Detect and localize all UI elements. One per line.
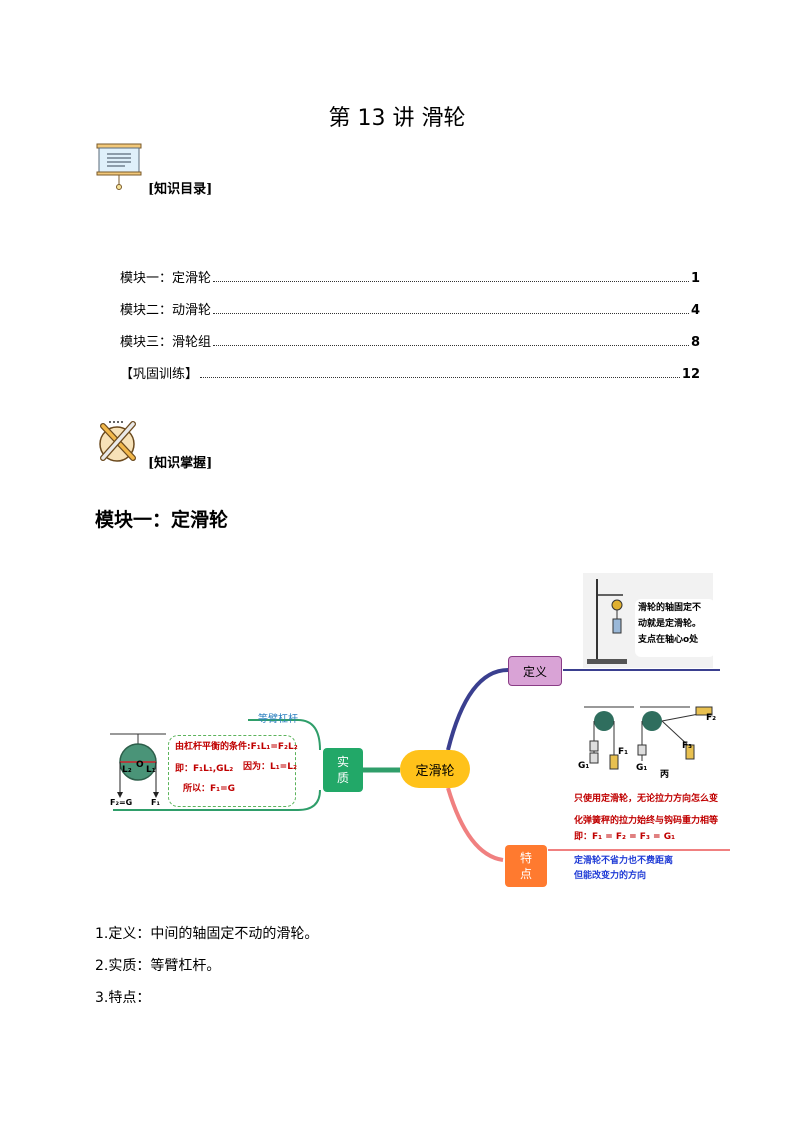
essence-tag: 等臂杠杆	[258, 714, 298, 725]
definition-note: 动就是定滑轮。	[638, 619, 702, 629]
lever-line: 因为：L₁=L₂	[243, 762, 297, 772]
toc-item-page: 8	[690, 335, 700, 350]
mindmap-feature-node: 特 点	[505, 845, 547, 887]
point-line: 2.实质：等臂杠杆。	[95, 958, 221, 974]
toc-item-label: 模块一：定滑轮	[120, 271, 212, 286]
toc-item[interactable]: 模块一：定滑轮 1	[120, 266, 700, 286]
toc-item[interactable]: 模块三：滑轮组 8	[120, 330, 700, 350]
essence-char: 质	[336, 771, 349, 785]
point-line: 3.特点：	[95, 990, 151, 1006]
lever-line: 所以：F₁=G	[183, 784, 236, 794]
feature-blue-note: 定滑轮不省力也不费距离	[574, 856, 674, 866]
presentation-board-icon	[95, 142, 145, 192]
feature-char: 特	[519, 851, 532, 865]
pulley-lever-diagram: L₂ O L₁ F₂=G F₁	[108, 730, 168, 810]
feature-label-f3: F₃	[682, 741, 693, 751]
feature-label-g1: G₁	[636, 763, 648, 773]
toc-item[interactable]: 模块二：动滑轮 4	[120, 298, 700, 318]
feature-blue-note: 但能改变力的方向	[574, 871, 647, 881]
feature-pulleys-figure: G₁ F₁ G₁ 丙 F₂ F₃	[574, 703, 724, 783]
pulley-label-l2: L₂	[122, 765, 132, 775]
feature-label-g1: G₁	[578, 761, 590, 771]
toc-item[interactable]: 【巩固训练】 12	[120, 362, 700, 382]
mindmap-essence-node: 实 质	[323, 748, 363, 792]
pulley-label-f2g: F₂=G	[110, 798, 133, 807]
pencils-icon	[95, 418, 145, 466]
definition-note: 支点在轴心o处	[638, 635, 699, 645]
module-heading: 模块一：定滑轮	[95, 509, 229, 531]
feature-label-f1: F₁	[618, 747, 629, 757]
toc-dot-leader	[213, 345, 689, 346]
mindmap-definition-node: 定义	[508, 656, 562, 686]
pulley-label-l1: L₁	[146, 765, 156, 775]
definition-note: 滑轮的轴固定不	[638, 603, 702, 613]
feature-label-f2: F₂	[706, 713, 717, 723]
catalog-label: [知识目录]	[148, 182, 213, 197]
mindmap: 定滑轮 实 质 等臂杠杆 由杠杆平衡的条件:F₁L₁=F₂L₂ 即：F₁L₁,G…	[108, 570, 738, 900]
toc-item-page: 4	[690, 303, 700, 318]
lever-formula-box: 由杠杆平衡的条件:F₁L₁=F₂L₂ 即：F₁L₁,GL₂ 因为：L₁=L₂ 所…	[168, 735, 298, 807]
definition-bubble: 滑轮的轴固定不 动就是定滑轮。 支点在轴心o处	[635, 599, 715, 657]
feature-red-note: 只使用定滑轮，无论拉力方向怎么变	[574, 794, 719, 804]
essence-char: 实	[336, 755, 349, 769]
pulley-label-f1: F₁	[151, 798, 160, 807]
mindmap-branches	[113, 668, 730, 862]
toc-dot-leader	[213, 281, 689, 282]
point-line: 1.定义：中间的轴固定不动的滑轮。	[95, 926, 319, 942]
feature-label-bing: 丙	[660, 770, 670, 780]
mindmap-center-node: 定滑轮	[400, 750, 470, 788]
toc-item-label: 【巩固训练】	[120, 367, 199, 382]
pulley-label-o: O	[136, 760, 144, 770]
stand-pulley-figure: 滑轮的轴固定不 动就是定滑轮。 支点在轴心o处	[583, 573, 715, 668]
feature-red-note: 化弹簧秤的拉力始终与钩码重力相等	[574, 816, 719, 826]
toc-dot-leader	[213, 313, 689, 314]
feature-red-note: 即：F₁ = F₂ = F₃ = G₁	[574, 832, 676, 842]
feature-char: 点	[519, 867, 532, 881]
toc-item-page: 1	[690, 271, 700, 286]
master-label: [知识掌握]	[148, 456, 213, 471]
toc-dot-leader	[200, 377, 680, 378]
toc-item-label: 模块二：动滑轮	[120, 303, 212, 318]
page-title: 第 13 讲 滑轮	[328, 106, 466, 131]
toc-item-label: 模块三：滑轮组	[120, 335, 212, 350]
lever-line: 即：F₁L₁,GL₂	[175, 764, 234, 774]
lever-line: 由杠杆平衡的条件:F₁L₁=F₂L₂	[175, 742, 298, 752]
toc-item-page: 12	[681, 367, 700, 382]
